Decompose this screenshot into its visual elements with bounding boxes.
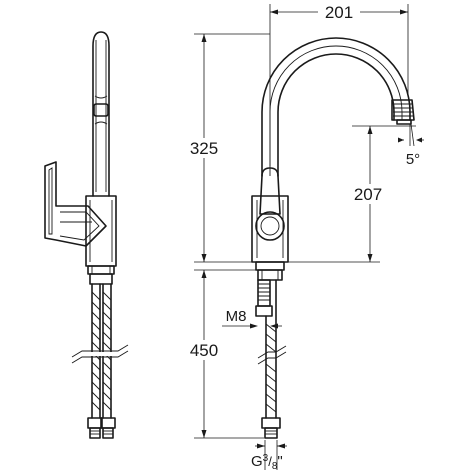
front-base [255,261,285,281]
dimension-207-label: 207 [354,185,382,204]
side-flex-hoses [71,283,129,419]
dimension-201: 201 [269,2,409,166]
side-lever-handle [44,161,107,247]
side-hose-fittings [87,417,116,439]
side-body [85,195,117,267]
front-g38-fitting [261,417,281,439]
dimension-201-label: 201 [325,3,353,22]
dimension-m8-label: M8 [226,308,247,325]
side-view [44,31,129,439]
dimension-207: 207 [288,125,416,263]
dimension-325-label: 325 [190,139,218,158]
side-spout-tube [92,31,110,197]
front-m8-stud [255,279,273,317]
front-body [251,167,289,263]
dimension-325: 325 [182,33,270,263]
dimension-angle-label: 5° [406,151,420,168]
dimension-m8: M8 [222,308,282,329]
dimension-450-label: 450 [190,341,218,360]
front-view [251,37,415,439]
dimension-g38-label: G3/8" [251,453,283,472]
side-base-nut [87,265,115,285]
dimension-450: 450 [182,269,264,439]
dimension-g38: G3/8" [251,440,287,472]
dimension-angle: 5° [398,123,424,168]
front-flex-hose [257,279,287,419]
front-gooseneck-spout [261,37,415,177]
